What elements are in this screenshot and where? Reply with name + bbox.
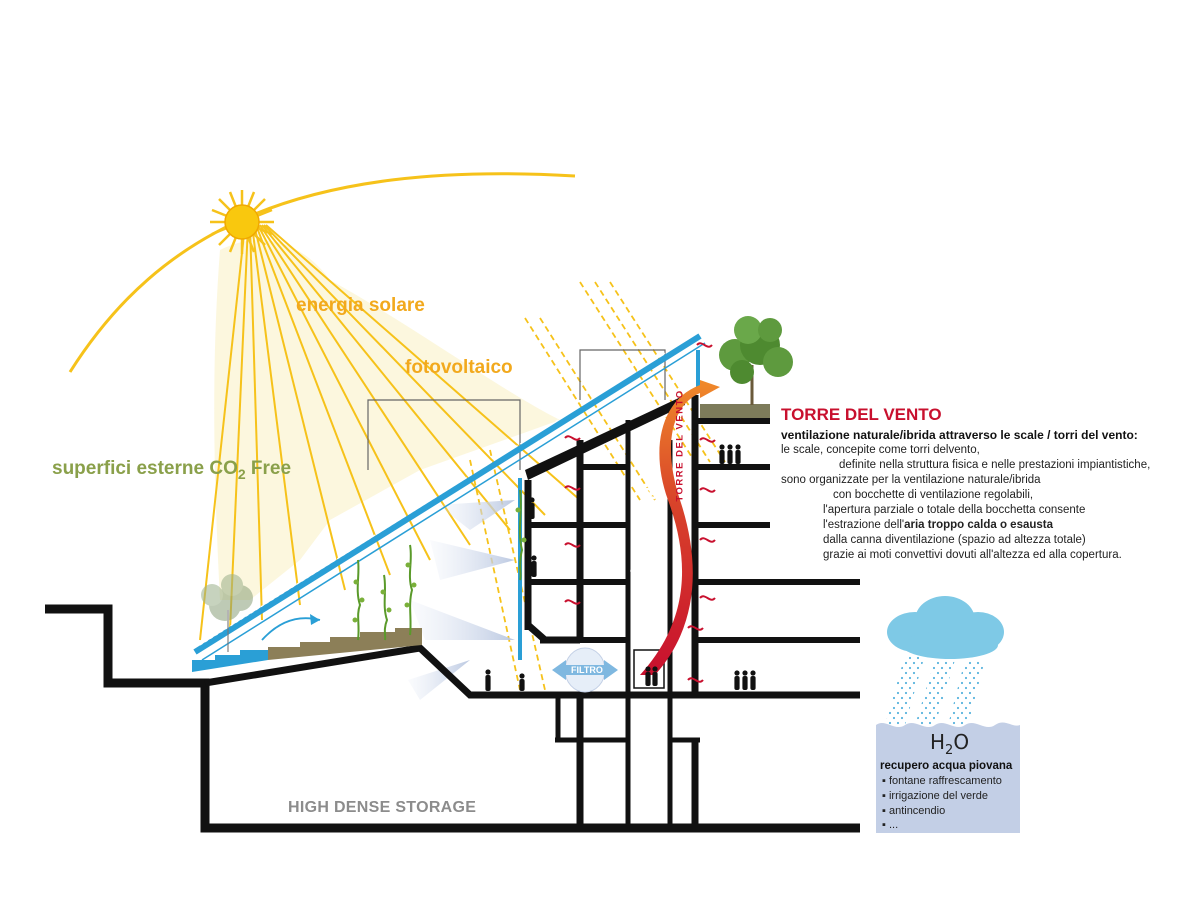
photovoltaic-label: fotovoltaico [405,357,513,378]
rain-item: ▪ antincendio [882,805,946,817]
vent-squiggles [564,342,716,683]
torre-line: le scale, concepite come torri delvento, [781,444,980,456]
torre-vertical-label: TORRE DEL VENTO [674,389,686,502]
sun-icon [210,190,274,254]
filtro-arrow [552,647,618,693]
torre-line: grazie ai moti convettivi dovuti all'alt… [823,549,1122,561]
storage-label: HIGH DENSE STORAGE [288,799,477,816]
co2-free-label: superfici esterne CO2 Free [52,458,292,482]
h2o-label: H2O [930,730,970,758]
used-air-arrow [640,380,720,675]
rain-item: ▪ irrigazione del verde [882,790,989,802]
filtro-label: FILTRO [571,665,603,675]
rain-item: ▪ fontane raffrescamento [882,775,1002,787]
torre-line: dalla canna diventilazione (spazio ad al… [823,534,1086,546]
torre-line: con bocchette di ventilazione regolabili… [833,489,1034,501]
plant-leaves [352,507,527,623]
rain-drops [885,655,985,725]
structure [45,604,860,833]
rain-cloud-icon [887,596,1004,659]
building-massing-outline [367,349,666,470]
small-tree-icon [201,574,253,652]
torre-subtitle: ventilazione naturale/ibrida attraverso … [781,428,1138,442]
climbing-plants [356,489,524,641]
terraces [192,628,422,672]
torre-line: definite nella struttura fisica e nelle … [839,459,1151,471]
stair-tower [524,395,699,710]
torre-line: sono organizzate per la ventilazione nat… [781,474,1041,486]
rain-title: recupero acqua piovana [880,760,1013,772]
diffuse-light-rays [469,281,726,691]
water-box [876,722,1020,833]
ventilation-fans [408,500,515,700]
inner-slope [525,395,685,480]
roof-garden [700,404,770,418]
torre-line-extraction: l'estrazione dell'aria troppo calda o es… [823,519,1054,531]
roof-tree-icon [719,316,793,405]
rain-item: ▪ ... [882,819,899,831]
people-icons [485,444,756,691]
glass-roof [193,330,706,661]
solar-energy-label: energia solare [296,295,425,316]
elevator-box [633,649,665,689]
torre-line: l'apertura parziale o totale della bocch… [823,504,1086,516]
right-floors [695,418,860,643]
torre-title: TORRE DEL VENTO [781,405,942,424]
